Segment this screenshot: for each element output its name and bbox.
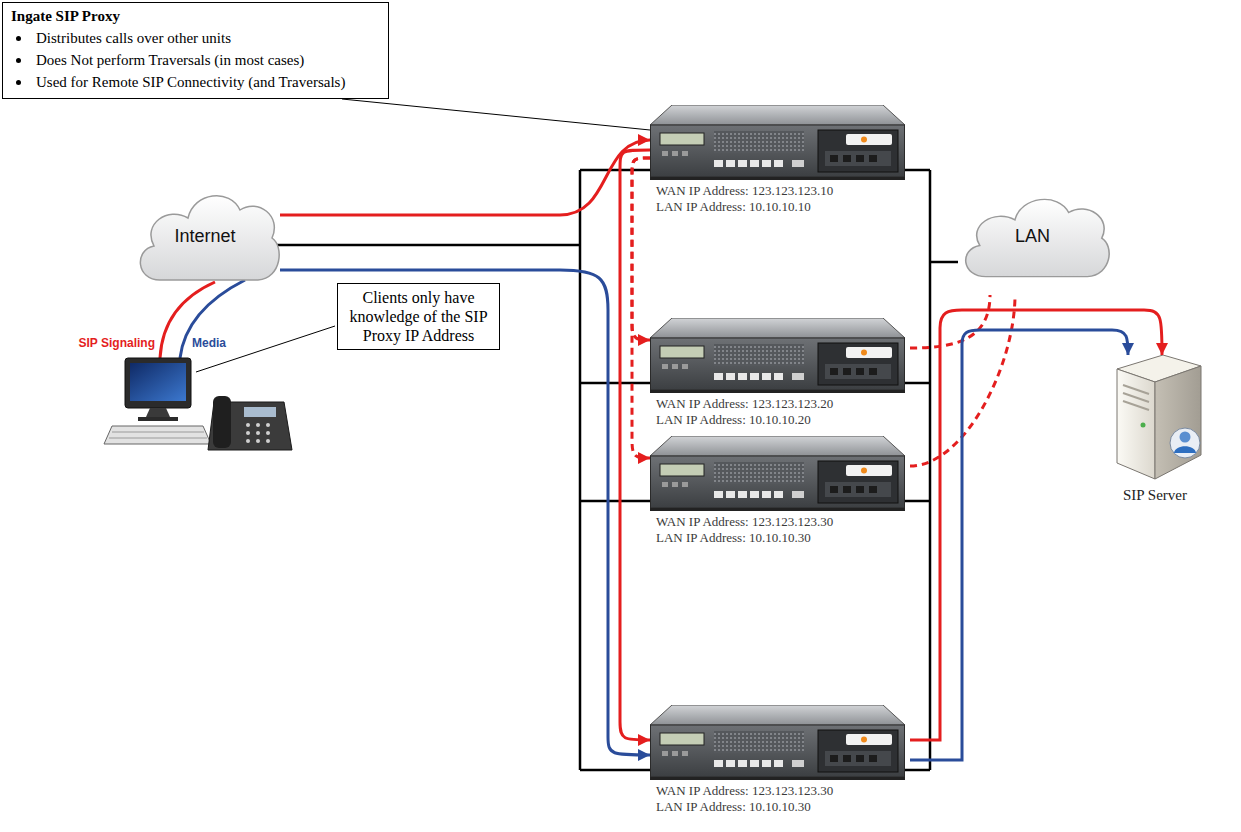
bullet-text: Does Not perform Traversals (in most cas… [36, 52, 304, 68]
bullet-row: Does Not perform Traversals (in most cas… [11, 49, 376, 71]
ip-address: LAN IP Address: 10.10.10.10 [650, 199, 910, 215]
client-phone-part [244, 407, 276, 417]
signaling-path [632, 158, 650, 458]
firewall-appliance-shape [650, 318, 905, 393]
client-phone-part [266, 423, 270, 427]
firewall-appliance-shape [650, 105, 905, 180]
network-frame-part [930, 261, 958, 264]
firewall-appliance [650, 318, 905, 393]
ip-address: WAN IP Address: 123.123.123.20 [650, 396, 910, 412]
bullet-row: Used for Remote SIP Connectivity (and Tr… [11, 71, 376, 93]
client-phone-part [256, 431, 260, 435]
client-phone-part [213, 396, 231, 448]
firewall-appliance [650, 436, 905, 511]
cloud-label: LAN [1015, 226, 1050, 247]
client-phone-part [256, 439, 260, 443]
bullet-text: Distributes calls over other units [36, 30, 231, 46]
bullet-row: Distributes calls over other units [11, 27, 376, 49]
cloud-label: Internet [174, 226, 235, 247]
client-phone [208, 396, 292, 450]
client-computer [104, 358, 211, 444]
server-tower [1105, 355, 1205, 480]
ip-address: LAN IP Address: 10.10.10.20 [650, 412, 910, 428]
client-computer-part [146, 408, 170, 417]
signaling-path [910, 295, 990, 348]
client-phone-part [256, 423, 260, 427]
firewall-unit: WAN IP Address: 123.123.123.30LAN IP Add… [650, 705, 910, 815]
leader-line [342, 99, 650, 130]
flow-label: Media [192, 336, 226, 350]
callout-heading: Ingate SIP Proxy [11, 6, 376, 27]
signaling-path [632, 158, 650, 340]
server-tower-shape [1117, 355, 1201, 479]
client-phone-part [246, 423, 250, 427]
client-computer-part [112, 432, 204, 433]
ip-address: LAN IP Address: 10.10.10.30 [650, 799, 910, 815]
client-computer-part [125, 358, 191, 408]
cloud-outline-shape [966, 199, 1109, 276]
network-frame-part [579, 170, 582, 770]
media-line [180, 280, 245, 358]
firewall-appliance-shape [650, 705, 905, 780]
client-phone-part [266, 431, 270, 435]
firewall-unit: WAN IP Address: 123.123.123.10LAN IP Add… [650, 105, 910, 215]
ip-address: WAN IP Address: 123.123.123.10 [650, 183, 910, 199]
ip-address: WAN IP Address: 123.123.123.30 [650, 783, 910, 799]
client-computer-part [109, 438, 207, 439]
flow-label: SIP Signaling [79, 336, 155, 350]
server-icon: SIP Server [1100, 355, 1210, 504]
ip-address: WAN IP Address: 123.123.123.30 [650, 514, 910, 530]
note-box: Clients only have knowledge of the SIP P… [337, 283, 500, 350]
signaling-path [280, 140, 650, 215]
firewall-unit: WAN IP Address: 123.123.123.20LAN IP Add… [650, 318, 910, 428]
firewall-appliance-shape [650, 436, 905, 511]
bullet-dot [16, 36, 21, 41]
bullet-text: Used for Remote SIP Connectivity (and Tr… [36, 74, 345, 90]
client-computer-part [104, 426, 211, 444]
bullet-dot [16, 80, 21, 85]
firewall-unit: WAN IP Address: 123.123.123.30LAN IP Add… [650, 436, 910, 546]
network-frame-part [929, 170, 932, 770]
firewall-appliance [650, 105, 905, 180]
client-computer-part [138, 417, 178, 421]
client-phone-part [266, 439, 270, 443]
bullet-dot [16, 58, 21, 63]
network-cloud: LAN [955, 185, 1110, 295]
cloud-outline-shape [140, 196, 279, 280]
firewall-appliance [650, 705, 905, 780]
callout-box: Ingate SIP ProxyDistributes calls over o… [2, 2, 389, 99]
note-text: Clients only have knowledge of the SIP P… [344, 288, 493, 345]
network-frame-part [276, 244, 580, 247]
network-frame [276, 170, 958, 770]
signaling-path [620, 150, 650, 740]
media-path [280, 270, 650, 755]
client-computer-part [130, 363, 186, 401]
client-phone-part [246, 439, 250, 443]
client-phone-part [246, 431, 250, 435]
server-label: SIP Server [1100, 486, 1210, 504]
media-path [910, 330, 1128, 760]
ip-address: LAN IP Address: 10.10.10.30 [650, 530, 910, 546]
network-cloud: Internet [130, 180, 280, 300]
